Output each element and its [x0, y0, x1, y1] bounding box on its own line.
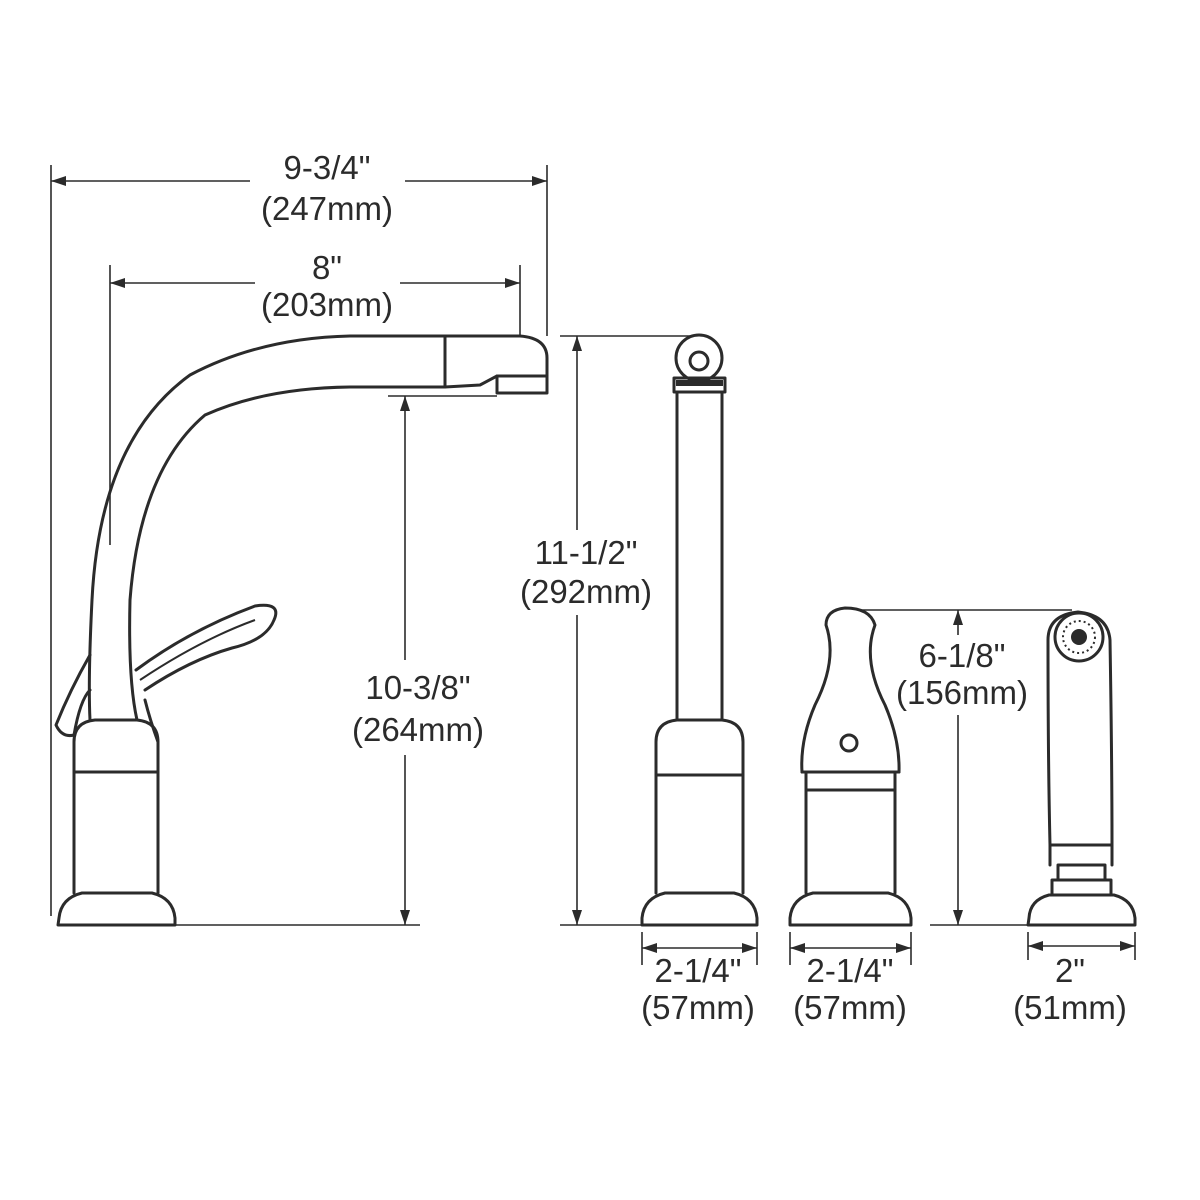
handle-height-metric: (292mm) [520, 573, 652, 610]
side-handle-height-imperial: 6-1/8" [919, 637, 1006, 674]
side-handle-tall [640, 333, 759, 927]
handle-base-imperial: 2-1/4" [655, 952, 742, 989]
spray-base-metric: (51mm) [1013, 989, 1127, 1026]
short-handle-lever [800, 606, 901, 774]
tall-handle-stem [675, 390, 724, 722]
side-handle-base-imperial: 2-1/4" [807, 952, 894, 989]
handle-height-imperial: 11-1/2" [535, 534, 638, 571]
spout-reach-metric: (203mm) [261, 286, 393, 323]
overall-width-imperial: 9-3/4" [284, 149, 371, 186]
spray-base-flange [1026, 893, 1137, 927]
side-spray [1026, 610, 1137, 927]
spout-reach-imperial: 8" [312, 249, 342, 286]
faucet-spout [87, 334, 447, 722]
spout-clearance-imperial: 10-3/8" [365, 669, 470, 706]
spray-head [1053, 611, 1105, 663]
side-handle-base-metric: (57mm) [793, 989, 907, 1026]
side-handle-short [788, 606, 913, 927]
faucet-base-flange [56, 891, 177, 927]
short-handle-base-flange [788, 891, 913, 927]
overall-width-metric: (247mm) [261, 190, 393, 227]
spray-base-imperial: 2" [1055, 952, 1085, 989]
handle-base-metric: (57mm) [641, 989, 755, 1026]
spout-clearance-metric: (264mm) [352, 711, 484, 748]
faucet-spout-tip [443, 334, 549, 389]
side-handle-height-metric: (156mm) [896, 674, 1028, 711]
tall-handle-base-flange [640, 891, 759, 927]
main-faucet [54, 334, 549, 927]
faucet-aerator [495, 374, 549, 395]
tall-handle-knob [674, 333, 724, 383]
faucet-lever-handle [134, 603, 278, 692]
faucet-base-body [72, 718, 160, 895]
